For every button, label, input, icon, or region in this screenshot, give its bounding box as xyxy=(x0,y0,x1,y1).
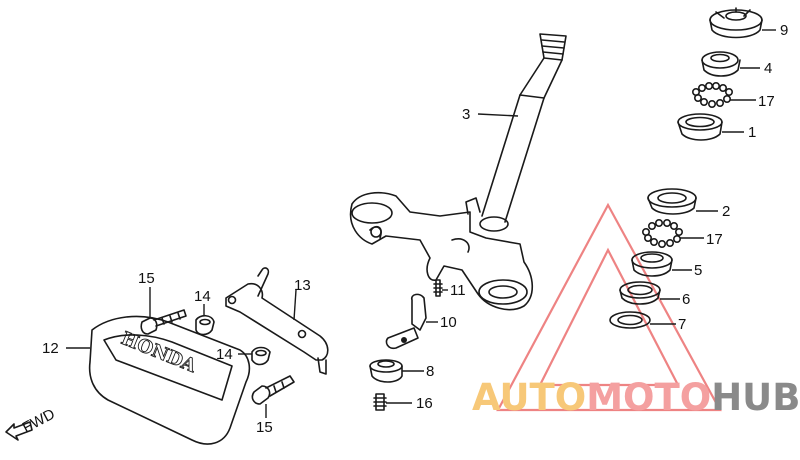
lock-screw xyxy=(373,393,387,411)
watermark-triangle xyxy=(496,202,722,412)
bottom-ball-race xyxy=(647,188,697,215)
emblem-bracket xyxy=(225,267,329,375)
label-15-upper: 15 xyxy=(138,270,155,287)
label-17-lower: 17 xyxy=(706,231,723,248)
nut-lower xyxy=(251,346,271,366)
watermark-logo: AUTOMOTOHUB xyxy=(472,376,800,419)
watermark-moto: MOTO xyxy=(586,376,712,419)
steering-stem xyxy=(349,33,567,311)
forward-arrow: FWD xyxy=(5,405,58,441)
top-ball-race xyxy=(677,113,723,141)
label-7: 7 xyxy=(678,316,686,333)
label-14-upper: 14 xyxy=(194,288,211,305)
top-cone-nut xyxy=(709,7,763,39)
label-5: 5 xyxy=(694,262,702,279)
washer xyxy=(609,311,651,329)
fwd-label: FWD xyxy=(20,405,58,436)
bottom-cone-race xyxy=(631,251,673,277)
steering-lock xyxy=(385,293,427,350)
upper-steel-balls xyxy=(691,82,733,109)
label-15-lower: 15 xyxy=(256,419,273,436)
label-16: 16 xyxy=(416,395,433,412)
emblem-text: HONDA xyxy=(118,328,200,377)
label-12: 12 xyxy=(42,340,59,357)
label-17-upper: 17 xyxy=(758,93,775,110)
watermark-hub: HUB xyxy=(711,376,800,419)
bolt-lower xyxy=(251,375,295,405)
nut-upper xyxy=(195,314,215,336)
dust-seal xyxy=(619,281,661,305)
leader-lines xyxy=(66,29,776,418)
label-13: 13 xyxy=(294,277,311,294)
label-9: 9 xyxy=(780,22,788,39)
emblem-cover: HONDA xyxy=(88,315,251,445)
label-10: 10 xyxy=(440,314,457,331)
lower-steel-balls xyxy=(641,219,683,249)
small-bolt xyxy=(433,279,443,297)
label-2: 2 xyxy=(722,203,730,220)
watermark-auto: AUTO xyxy=(472,376,587,419)
label-1: 1 xyxy=(748,124,756,141)
callout-numbers: 3 9 4 17 1 2 17 5 6 7 11 10 8 16 12 13 1… xyxy=(42,22,788,436)
label-3: 3 xyxy=(462,106,470,123)
label-4: 4 xyxy=(764,60,772,77)
label-14-lower: 14 xyxy=(216,346,233,363)
label-8: 8 xyxy=(426,363,434,380)
label-11: 11 xyxy=(450,282,466,299)
steering-stem-nut xyxy=(369,359,403,383)
bolt-upper xyxy=(140,309,187,335)
label-6: 6 xyxy=(682,291,690,308)
top-cone-race xyxy=(701,51,741,77)
